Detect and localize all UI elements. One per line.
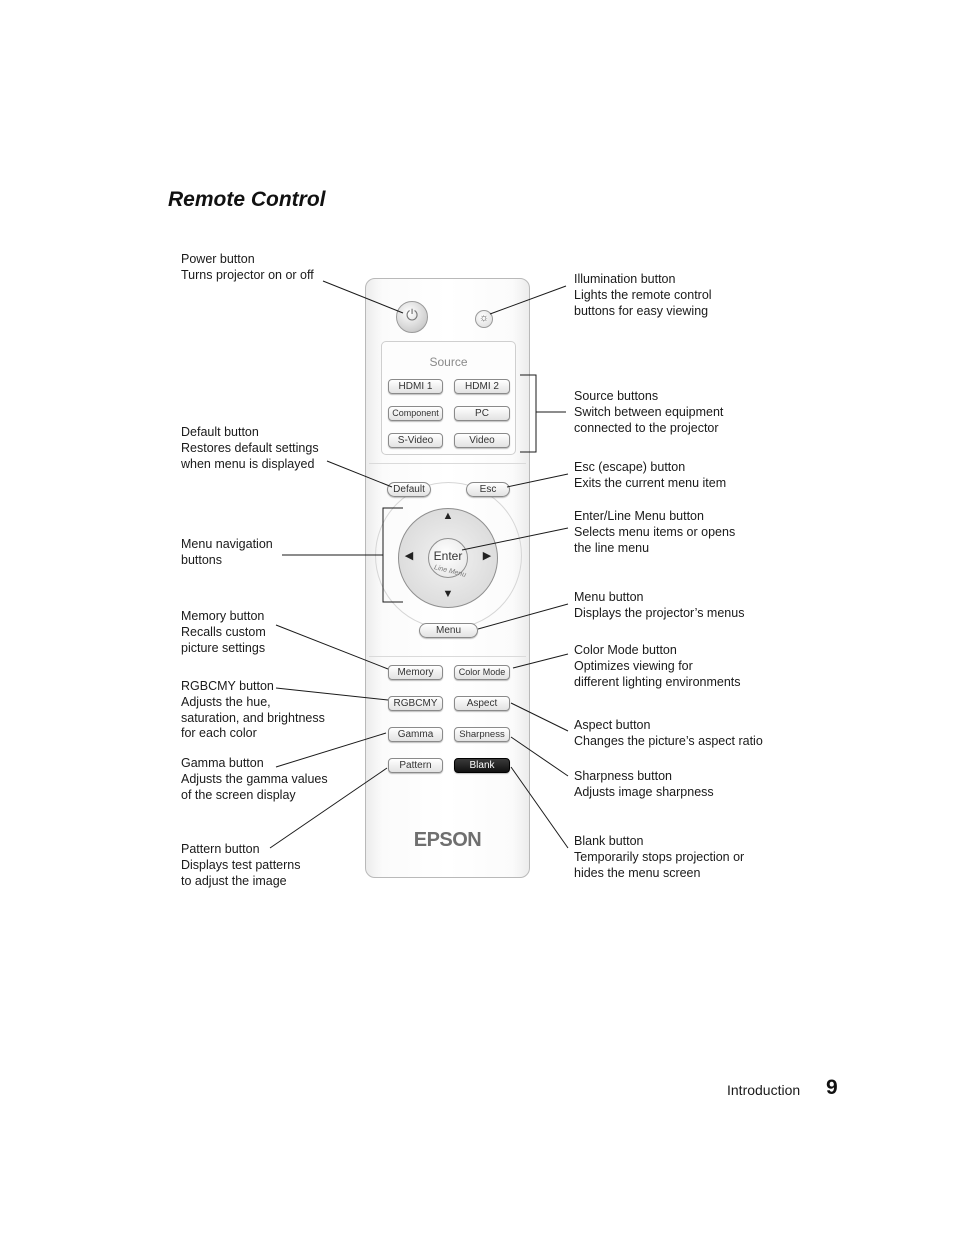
hdmi1-button[interactable]: HDMI 1: [388, 379, 443, 394]
esc-button[interactable]: Esc: [466, 482, 510, 497]
right-arrow-button[interactable]: ▶: [480, 549, 494, 562]
page-number: 9: [826, 1076, 838, 1100]
pattern-button[interactable]: Pattern: [388, 758, 443, 773]
source-label: Source: [382, 355, 515, 369]
component-button[interactable]: Component: [388, 406, 443, 421]
blank-button[interactable]: Blank: [454, 758, 510, 773]
sharpness-button[interactable]: Sharpness: [454, 727, 510, 742]
left-arrow-button[interactable]: ◀: [402, 549, 416, 562]
hdmi2-button[interactable]: HDMI 2: [454, 379, 510, 394]
epson-logo: EPSON: [366, 829, 529, 852]
power-icon: ⏻: [397, 307, 427, 324]
menu-button[interactable]: Menu: [419, 623, 478, 638]
illumination-button[interactable]: ☼: [475, 310, 493, 328]
aspect-button[interactable]: Aspect: [454, 696, 510, 711]
pc-button[interactable]: PC: [454, 406, 510, 421]
up-arrow-button[interactable]: ▲: [441, 510, 455, 522]
gamma-button[interactable]: Gamma: [388, 727, 443, 742]
memory-button[interactable]: Memory: [388, 665, 443, 680]
video-button[interactable]: Video: [454, 433, 510, 448]
s-video-button[interactable]: S-Video: [388, 433, 443, 448]
enter-label: Enter: [429, 549, 467, 563]
divider: [369, 463, 526, 464]
default-button[interactable]: Default: [387, 482, 431, 497]
remote-control: ⏻ ☼ Source HDMI 1 HDMI 2 Component PC S-…: [365, 278, 530, 878]
page-title: Remote Control: [168, 188, 326, 212]
down-arrow-button[interactable]: ▼: [441, 588, 455, 600]
sun-icon: ☼: [476, 312, 492, 324]
source-panel: Source HDMI 1 HDMI 2 Component PC S-Vide…: [381, 341, 516, 455]
footer-section-name: Introduction: [727, 1082, 800, 1098]
power-button[interactable]: ⏻: [396, 301, 428, 333]
divider: [369, 656, 526, 657]
color-mode-button[interactable]: Color Mode: [454, 665, 510, 680]
rgbcmy-button[interactable]: RGBCMY: [388, 696, 443, 711]
